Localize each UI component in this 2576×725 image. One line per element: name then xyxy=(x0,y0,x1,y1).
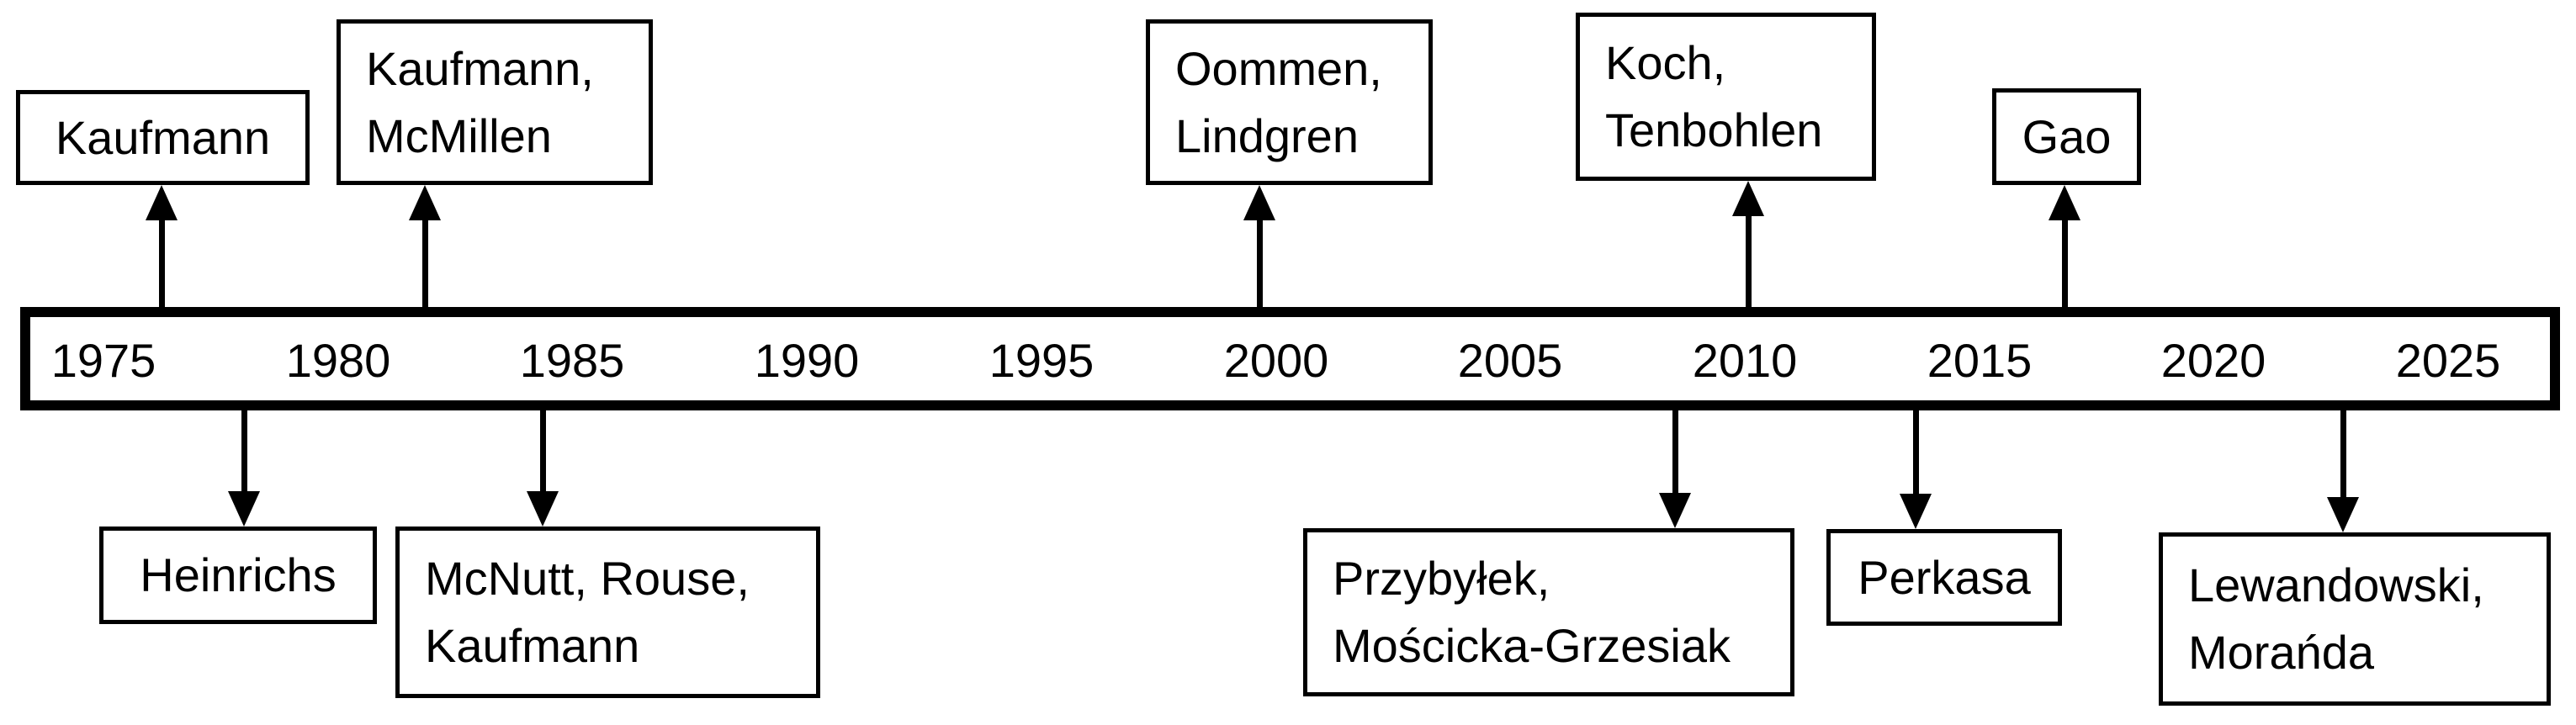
event-box-oommen-lindgren: Oommen, Lindgren xyxy=(1146,19,1433,185)
event-label-line2: Mościcka-Grzesiak xyxy=(1333,619,1731,672)
event-label-line1: Kaufmann, xyxy=(366,41,594,95)
arrow-down-lewandowski-moranda xyxy=(2326,410,2360,532)
event-label: Perkasa xyxy=(1858,550,2031,604)
event-label-line1: Oommen, xyxy=(1175,41,1382,95)
event-label-line1: Koch, xyxy=(1605,36,1726,90)
year-label-2015: 2015 xyxy=(1927,334,2033,387)
arrow-down-mcnutt-rouse-kaufmann xyxy=(526,410,559,527)
event-label-line1: Przybyłek, xyxy=(1333,552,1550,606)
arrow-shaft xyxy=(2061,220,2068,307)
arrowhead-up-icon xyxy=(1732,181,1764,216)
year-label-1985: 1985 xyxy=(519,334,625,387)
event-box-lewandowski-moranda: Lewandowski, Morańda xyxy=(2159,532,2551,706)
arrow-up-kaufmann xyxy=(145,185,178,307)
arrowhead-down-icon xyxy=(1900,494,1932,529)
event-label-line2: Kaufmann xyxy=(425,619,640,672)
year-label-2010: 2010 xyxy=(1692,334,1798,387)
year-label-2020: 2020 xyxy=(2160,334,2266,387)
arrow-shaft xyxy=(2340,410,2346,497)
event-box-przybylek-moscicka-grzesiak: Przybyłek, Mościcka-Grzesiak xyxy=(1303,528,1794,696)
event-box-gao: Gao xyxy=(1992,88,2141,185)
event-box-perkasa: Perkasa xyxy=(1826,529,2062,626)
timeline-axis-bar xyxy=(20,307,2560,410)
arrowhead-down-icon xyxy=(2327,497,2359,532)
arrow-shaft xyxy=(1256,220,1263,307)
arrow-shaft xyxy=(158,220,165,307)
arrowhead-up-icon xyxy=(146,185,178,220)
event-box-kaufmann-mcmillen: Kaufmann, McMillen xyxy=(337,19,653,185)
arrow-down-perkasa xyxy=(1899,410,1932,529)
year-label-1975: 1975 xyxy=(50,334,156,387)
arrow-shaft xyxy=(1745,216,1752,307)
arrowhead-up-icon xyxy=(2049,185,2080,220)
event-label-line2: Tenbohlen xyxy=(1605,103,1823,156)
arrow-down-przybylek-moscicka xyxy=(1658,410,1692,528)
arrow-shaft xyxy=(1912,410,1919,494)
arrowhead-down-icon xyxy=(1659,493,1691,528)
arrow-up-oommen-lindgren xyxy=(1243,185,1276,307)
year-label-1990: 1990 xyxy=(754,334,860,387)
event-label-line1: Lewandowski, xyxy=(2188,558,2484,612)
arrowhead-down-icon xyxy=(527,491,559,527)
event-label-line2: Lindgren xyxy=(1175,108,1359,162)
event-label-line2: Morańda xyxy=(2188,626,2375,679)
event-label-line2: McMillen xyxy=(366,108,552,162)
event-label: Gao xyxy=(2022,109,2112,163)
event-label: Heinrichs xyxy=(140,548,337,602)
arrow-down-heinrichs xyxy=(227,410,261,527)
arrowhead-down-icon xyxy=(228,491,260,527)
event-box-mcnutt-rouse-kaufmann: McNutt, Rouse, Kaufmann xyxy=(395,527,820,698)
arrow-shaft xyxy=(421,220,428,307)
arrowhead-up-icon xyxy=(1243,185,1275,220)
year-label-2005: 2005 xyxy=(1457,334,1563,387)
arrow-up-kaufmann-mcmillen xyxy=(408,185,442,307)
event-label-line1: McNutt, Rouse, xyxy=(425,552,750,606)
arrowhead-up-icon xyxy=(409,185,441,220)
arrow-up-gao xyxy=(2048,185,2081,307)
year-label-1980: 1980 xyxy=(285,334,391,387)
arrow-shaft xyxy=(539,410,546,491)
event-box-heinrichs: Heinrichs xyxy=(99,527,377,624)
event-box-kaufmann: Kaufmann xyxy=(16,90,310,185)
event-label: Kaufmann xyxy=(55,110,271,164)
arrow-shaft xyxy=(241,410,247,491)
year-label-1995: 1995 xyxy=(989,334,1095,387)
event-box-koch-tenbohlen: Koch, Tenbohlen xyxy=(1576,13,1876,181)
year-label-2000: 2000 xyxy=(1223,334,1329,387)
arrow-up-koch-tenbohlen xyxy=(1731,181,1765,307)
year-label-2025: 2025 xyxy=(2395,334,2501,387)
arrow-shaft xyxy=(1672,410,1678,493)
